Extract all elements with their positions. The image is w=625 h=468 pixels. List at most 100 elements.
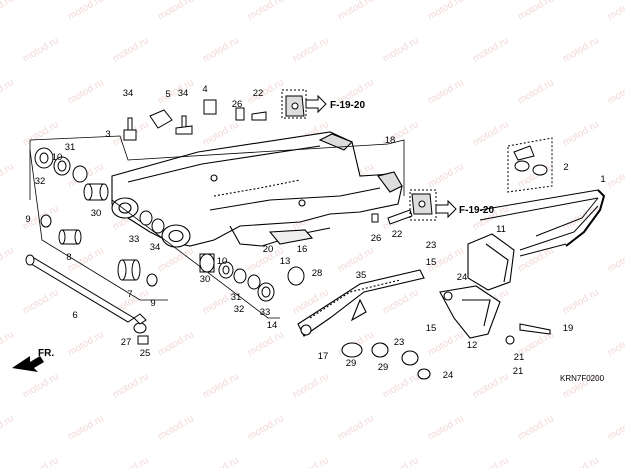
pivot-shaft: [25, 254, 149, 345]
callout-number: 31: [65, 142, 76, 153]
watermark-text: motod.ru: [201, 119, 241, 148]
chain-slider: [297, 269, 431, 380]
callout-number: 32: [35, 176, 46, 187]
callout-number: 15: [426, 323, 437, 334]
watermark-text: motod.ru: [156, 413, 196, 442]
watermark-text: motod.ru: [156, 329, 196, 358]
callout-number: 14: [267, 320, 278, 331]
callout-number: 20: [263, 244, 274, 255]
watermark-text: motod.ru: [471, 35, 511, 64]
watermark-text: motod.ru: [381, 35, 421, 64]
callout-number: 30: [200, 274, 211, 285]
watermark-text: motod.ru: [606, 413, 625, 442]
callout-number: 25: [140, 348, 151, 359]
callout-number: 19: [563, 323, 574, 334]
watermark-text: motod.ru: [381, 371, 421, 400]
watermark-text: motod.ru: [606, 0, 625, 23]
callout-number: 12: [467, 340, 478, 351]
watermark-text: motod.ru: [426, 413, 466, 442]
watermark-text: motod.ru: [561, 287, 601, 316]
reference-arrow-right: F-19-20: [409, 189, 494, 221]
top-fasteners: [123, 95, 433, 225]
watermark-text: motod.ru: [291, 35, 331, 64]
callout-number: 26: [371, 233, 382, 244]
callout-number: 9: [25, 214, 30, 225]
bearing-stack-lower: [40, 210, 305, 302]
watermark-text: motod.ru: [21, 287, 61, 316]
callout-number: 21: [513, 366, 524, 377]
watermark-text: motod.ru: [606, 77, 625, 106]
watermark-text: motod.ru: [0, 329, 16, 358]
watermark-text: motod.ru: [471, 455, 511, 468]
watermark-text: motod.ru: [21, 35, 61, 64]
callout-number: 31: [231, 292, 242, 303]
callout-number: 27: [121, 337, 132, 348]
front-arrow: FR.: [12, 348, 54, 372]
callout-number: 3: [105, 129, 110, 140]
watermark-text: motod.ru: [21, 455, 61, 468]
watermark-text: motod.ru: [156, 77, 196, 106]
callout-number: 21: [514, 352, 525, 363]
watermark-text: motod.ru: [426, 0, 466, 23]
watermark-text: motod.ru: [201, 371, 241, 400]
callout-number: 32: [234, 304, 245, 315]
swingarm: [111, 131, 403, 248]
watermark-text: motod.ru: [66, 0, 106, 23]
watermark-text: motod.ru: [336, 413, 376, 442]
callout-number: 22: [392, 229, 403, 240]
watermark-text: motod.ru: [0, 413, 16, 442]
watermark-text: motod.ru: [606, 161, 625, 190]
callout-number: 10: [217, 256, 228, 267]
bearing-stack-upper: [34, 147, 109, 201]
watermark-text: motod.ru: [426, 77, 466, 106]
reference-label: F-19-20: [459, 205, 494, 216]
callout-number: 34: [178, 88, 189, 99]
callout-number: 18: [385, 135, 396, 146]
callout-number: 29: [378, 362, 389, 373]
watermark-text: motod.ru: [66, 245, 106, 274]
callout-layer: 1234567899101011121314151516171819202121…: [25, 84, 605, 381]
callout-number: 8: [66, 252, 71, 263]
callout-number: 29: [346, 358, 357, 369]
callout-number: 15: [426, 257, 437, 268]
watermark-text: motod.ru: [21, 371, 61, 400]
watermark-text: motod.ru: [291, 371, 331, 400]
watermark-text: motod.ru: [246, 0, 286, 23]
watermark-text: motod.ru: [21, 119, 61, 148]
watermark-text: motod.ru: [111, 35, 151, 64]
watermark-text: motod.ru: [246, 413, 286, 442]
callout-number: 26: [232, 99, 243, 110]
callout-number: 34: [150, 242, 161, 253]
watermark-text: motod.ru: [381, 287, 421, 316]
drive-chain: [479, 189, 606, 257]
watermark-text: motod.ru: [381, 455, 421, 468]
watermark-text: motod.ru: [471, 371, 511, 400]
watermark-text: motod.ru: [111, 455, 151, 468]
watermark-text: motod.ru: [156, 245, 196, 274]
watermark-text: motod.ru: [561, 119, 601, 148]
callout-number: 24: [443, 370, 454, 381]
watermark-text: motod.ru: [471, 119, 511, 148]
callout-number: 10: [52, 152, 63, 163]
callout-number: 35: [356, 270, 367, 281]
callout-number: 13: [280, 256, 291, 267]
chain-joint: [507, 137, 553, 193]
callout-number: 34: [123, 88, 134, 99]
watermark-text: motod.ru: [66, 413, 106, 442]
callout-number: 33: [129, 234, 140, 245]
watermark-text: motod.ru: [561, 35, 601, 64]
watermark-text: motod.ru: [66, 329, 106, 358]
diagram-code: KRN7F0200: [560, 374, 605, 383]
callout-number: 11: [496, 224, 506, 235]
callout-number: 6: [72, 310, 77, 321]
front-label: FR.: [38, 348, 54, 359]
watermark-text: motod.ru: [336, 0, 376, 23]
watermark-text: motod.ru: [0, 161, 16, 190]
watermark-text: motod.ru: [156, 0, 196, 23]
watermark-text: motod.ru: [0, 245, 16, 274]
watermark-text: motod.ru: [606, 329, 625, 358]
watermark-text: motod.ru: [606, 245, 625, 274]
watermark-text: motod.ru: [516, 0, 556, 23]
